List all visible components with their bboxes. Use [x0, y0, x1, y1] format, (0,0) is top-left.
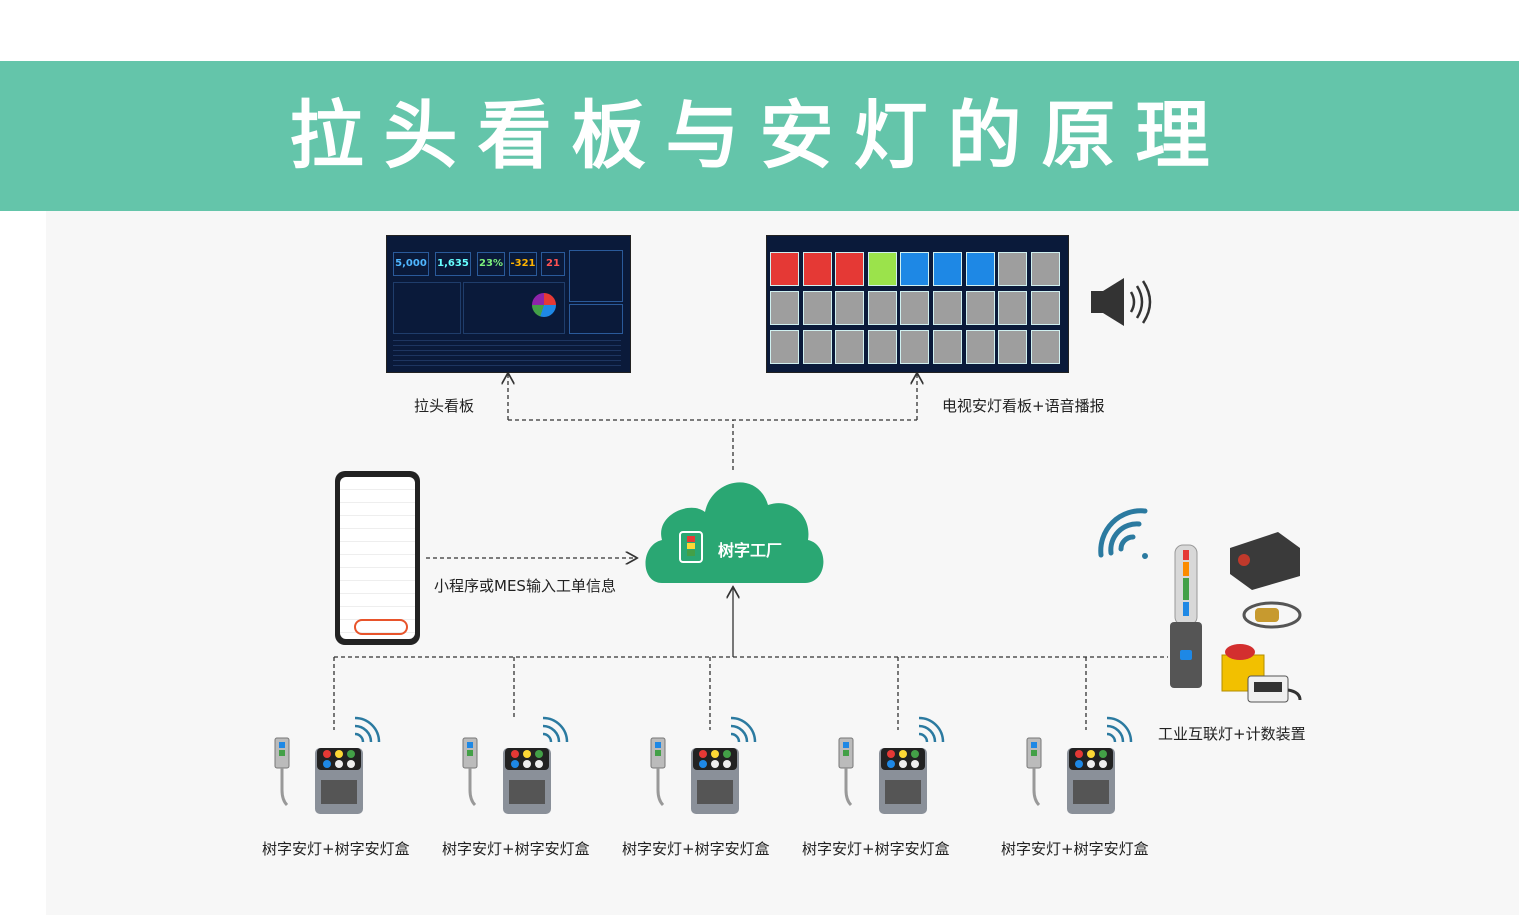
submit-highlight	[354, 619, 408, 635]
device-label-3: 树字安灯+树字安灯盒	[622, 840, 770, 858]
chart-b	[463, 282, 565, 334]
andon-device-1	[274, 716, 381, 814]
andon-cell	[802, 291, 832, 325]
chart-a	[393, 282, 461, 334]
proximity-switch-icon	[1242, 601, 1302, 629]
device-label-4: 树字安灯+树字安灯盒	[802, 840, 950, 858]
sensor-device-icon	[1230, 532, 1300, 590]
andon-cell	[802, 252, 832, 286]
andon-device-3	[650, 716, 757, 814]
cloud-logo-text: 树字工厂	[718, 541, 783, 560]
andon-cell	[835, 330, 865, 364]
device-label-1: 树字安灯+树字安灯盒	[262, 840, 410, 858]
andon-cell	[802, 330, 832, 364]
kpi-4: -321	[509, 252, 537, 276]
andon-cell	[1030, 252, 1060, 286]
title-banner: 拉头看板与安灯的原理	[0, 61, 1519, 211]
kpi-5: 21	[541, 252, 565, 276]
pie-icon	[532, 293, 556, 317]
tv-andon-screen	[766, 235, 1069, 373]
andon-cell	[998, 252, 1028, 286]
industrial-label: 工业互联灯+计数装置	[1158, 725, 1306, 743]
andon-cell	[965, 291, 995, 325]
industrial-tower-light	[1170, 544, 1202, 688]
andon-cell	[1030, 291, 1060, 325]
data-table	[393, 336, 621, 366]
page-title: 拉头看板与安灯的原理	[289, 93, 1230, 179]
andon-cell	[867, 252, 897, 286]
andon-cell	[933, 291, 962, 325]
device-label-5: 树字安灯+树字安灯盒	[1001, 840, 1149, 858]
andon-device-5	[1026, 716, 1133, 814]
andon-cell	[998, 291, 1028, 325]
pull-board-screen: 5,000 1,635 23% -321 21	[386, 235, 631, 373]
andon-cell	[998, 330, 1028, 364]
andon-cell	[1030, 330, 1060, 364]
andon-cell	[900, 252, 930, 286]
kpi-3: 23%	[477, 252, 505, 276]
phone-screen	[340, 477, 415, 639]
operator-card	[569, 250, 623, 302]
andon-cell	[867, 291, 897, 325]
andon-grid	[770, 252, 1065, 368]
andon-cell	[770, 252, 799, 286]
andon-device-2	[462, 716, 569, 814]
phone-icon	[335, 471, 420, 645]
cloud-icon	[645, 482, 824, 583]
kpi-2: 1,635	[435, 252, 471, 276]
andon-cell	[835, 252, 865, 286]
andon-cell	[770, 330, 799, 364]
kpi-1: 5,000	[393, 252, 429, 276]
andon-device-4	[838, 716, 945, 814]
andon-cell	[933, 330, 962, 364]
andon-cell	[900, 330, 930, 364]
andon-cell	[965, 252, 995, 286]
status-card	[569, 304, 623, 334]
andon-cell	[867, 330, 897, 364]
andon-cell	[900, 291, 930, 325]
input-label: 小程序或MES输入工单信息	[434, 577, 616, 595]
andon-cell	[835, 291, 865, 325]
wifi-large-icon	[1098, 508, 1148, 559]
counter-icon	[1247, 675, 1302, 703]
pull-board-label: 拉头看板	[414, 397, 475, 415]
andon-cell	[933, 252, 962, 286]
tv-board-label: 电视安灯看板+语音播报	[942, 397, 1105, 415]
andon-cell	[965, 330, 995, 364]
andon-cell	[770, 291, 799, 325]
device-label-2: 树字安灯+树字安灯盒	[442, 840, 590, 858]
speaker-icon	[1091, 278, 1152, 326]
